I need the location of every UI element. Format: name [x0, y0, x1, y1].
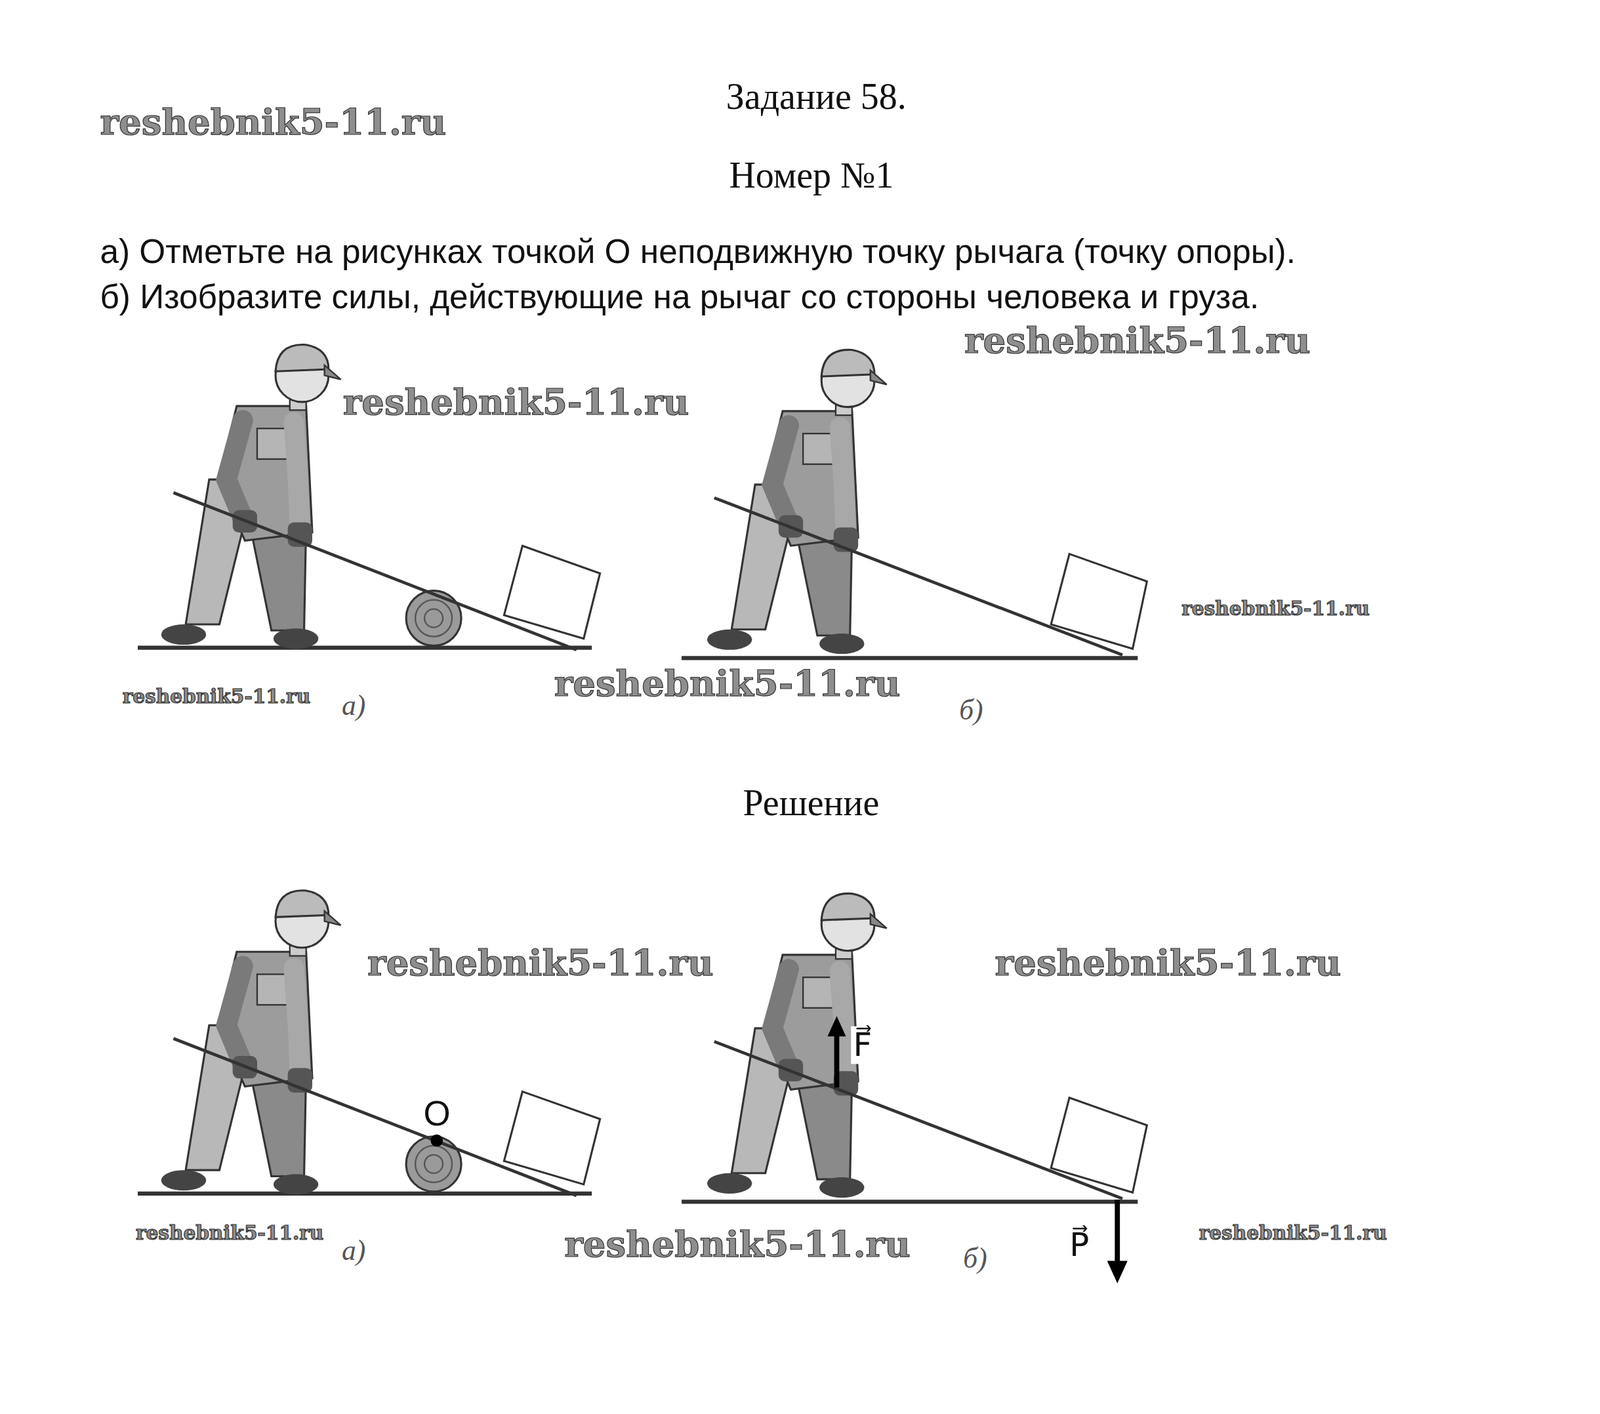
pivot-label: О — [421, 1093, 452, 1134]
watermark: reshebnik5-11.ru — [99, 102, 447, 144]
panel-label: б) — [961, 1243, 990, 1276]
watermark: reshebnik5-11.ru — [367, 942, 714, 985]
lever-scene — [681, 349, 1147, 658]
task-text: а) Отметьте на рисунках точкой О неподви… — [99, 232, 1296, 272]
force-arrow — [1114, 1199, 1120, 1266]
arrow-head — [1107, 1261, 1128, 1284]
task-title: Задание 58. — [726, 76, 907, 119]
watermark: reshebnik5-11.ru — [564, 1224, 911, 1267]
watermark: reshebnik5-11.ru — [964, 320, 1311, 362]
task-number: Номер №1 — [728, 154, 894, 197]
force-arrow — [834, 1032, 840, 1088]
force-label: F⃗ — [850, 1026, 874, 1065]
panel-label: а) — [339, 690, 369, 723]
watermark: reshebnik5-11.ru — [343, 381, 690, 424]
watermark: reshebnik5-11.ru — [554, 663, 901, 705]
watermark: reshebnik5-11.ru — [122, 685, 311, 708]
force-label: P⃗ — [1067, 1226, 1091, 1265]
watermark: reshebnik5-11.ru — [135, 1222, 324, 1245]
panel-label: б) — [957, 694, 986, 727]
arrow-head — [827, 1016, 846, 1037]
lever-scene — [137, 890, 601, 1196]
watermark: reshebnik5-11.ru — [1181, 598, 1370, 621]
lever-scene — [681, 893, 1147, 1202]
watermark: reshebnik5-11.ru — [1199, 1222, 1387, 1245]
solution-heading: Решение — [742, 782, 880, 825]
task-text: б) Изобразите силы, действующие на рычаг… — [99, 277, 1259, 317]
panel-label: а) — [339, 1234, 369, 1268]
watermark: reshebnik5-11.ru — [995, 942, 1342, 985]
pivot-dot — [430, 1134, 443, 1148]
